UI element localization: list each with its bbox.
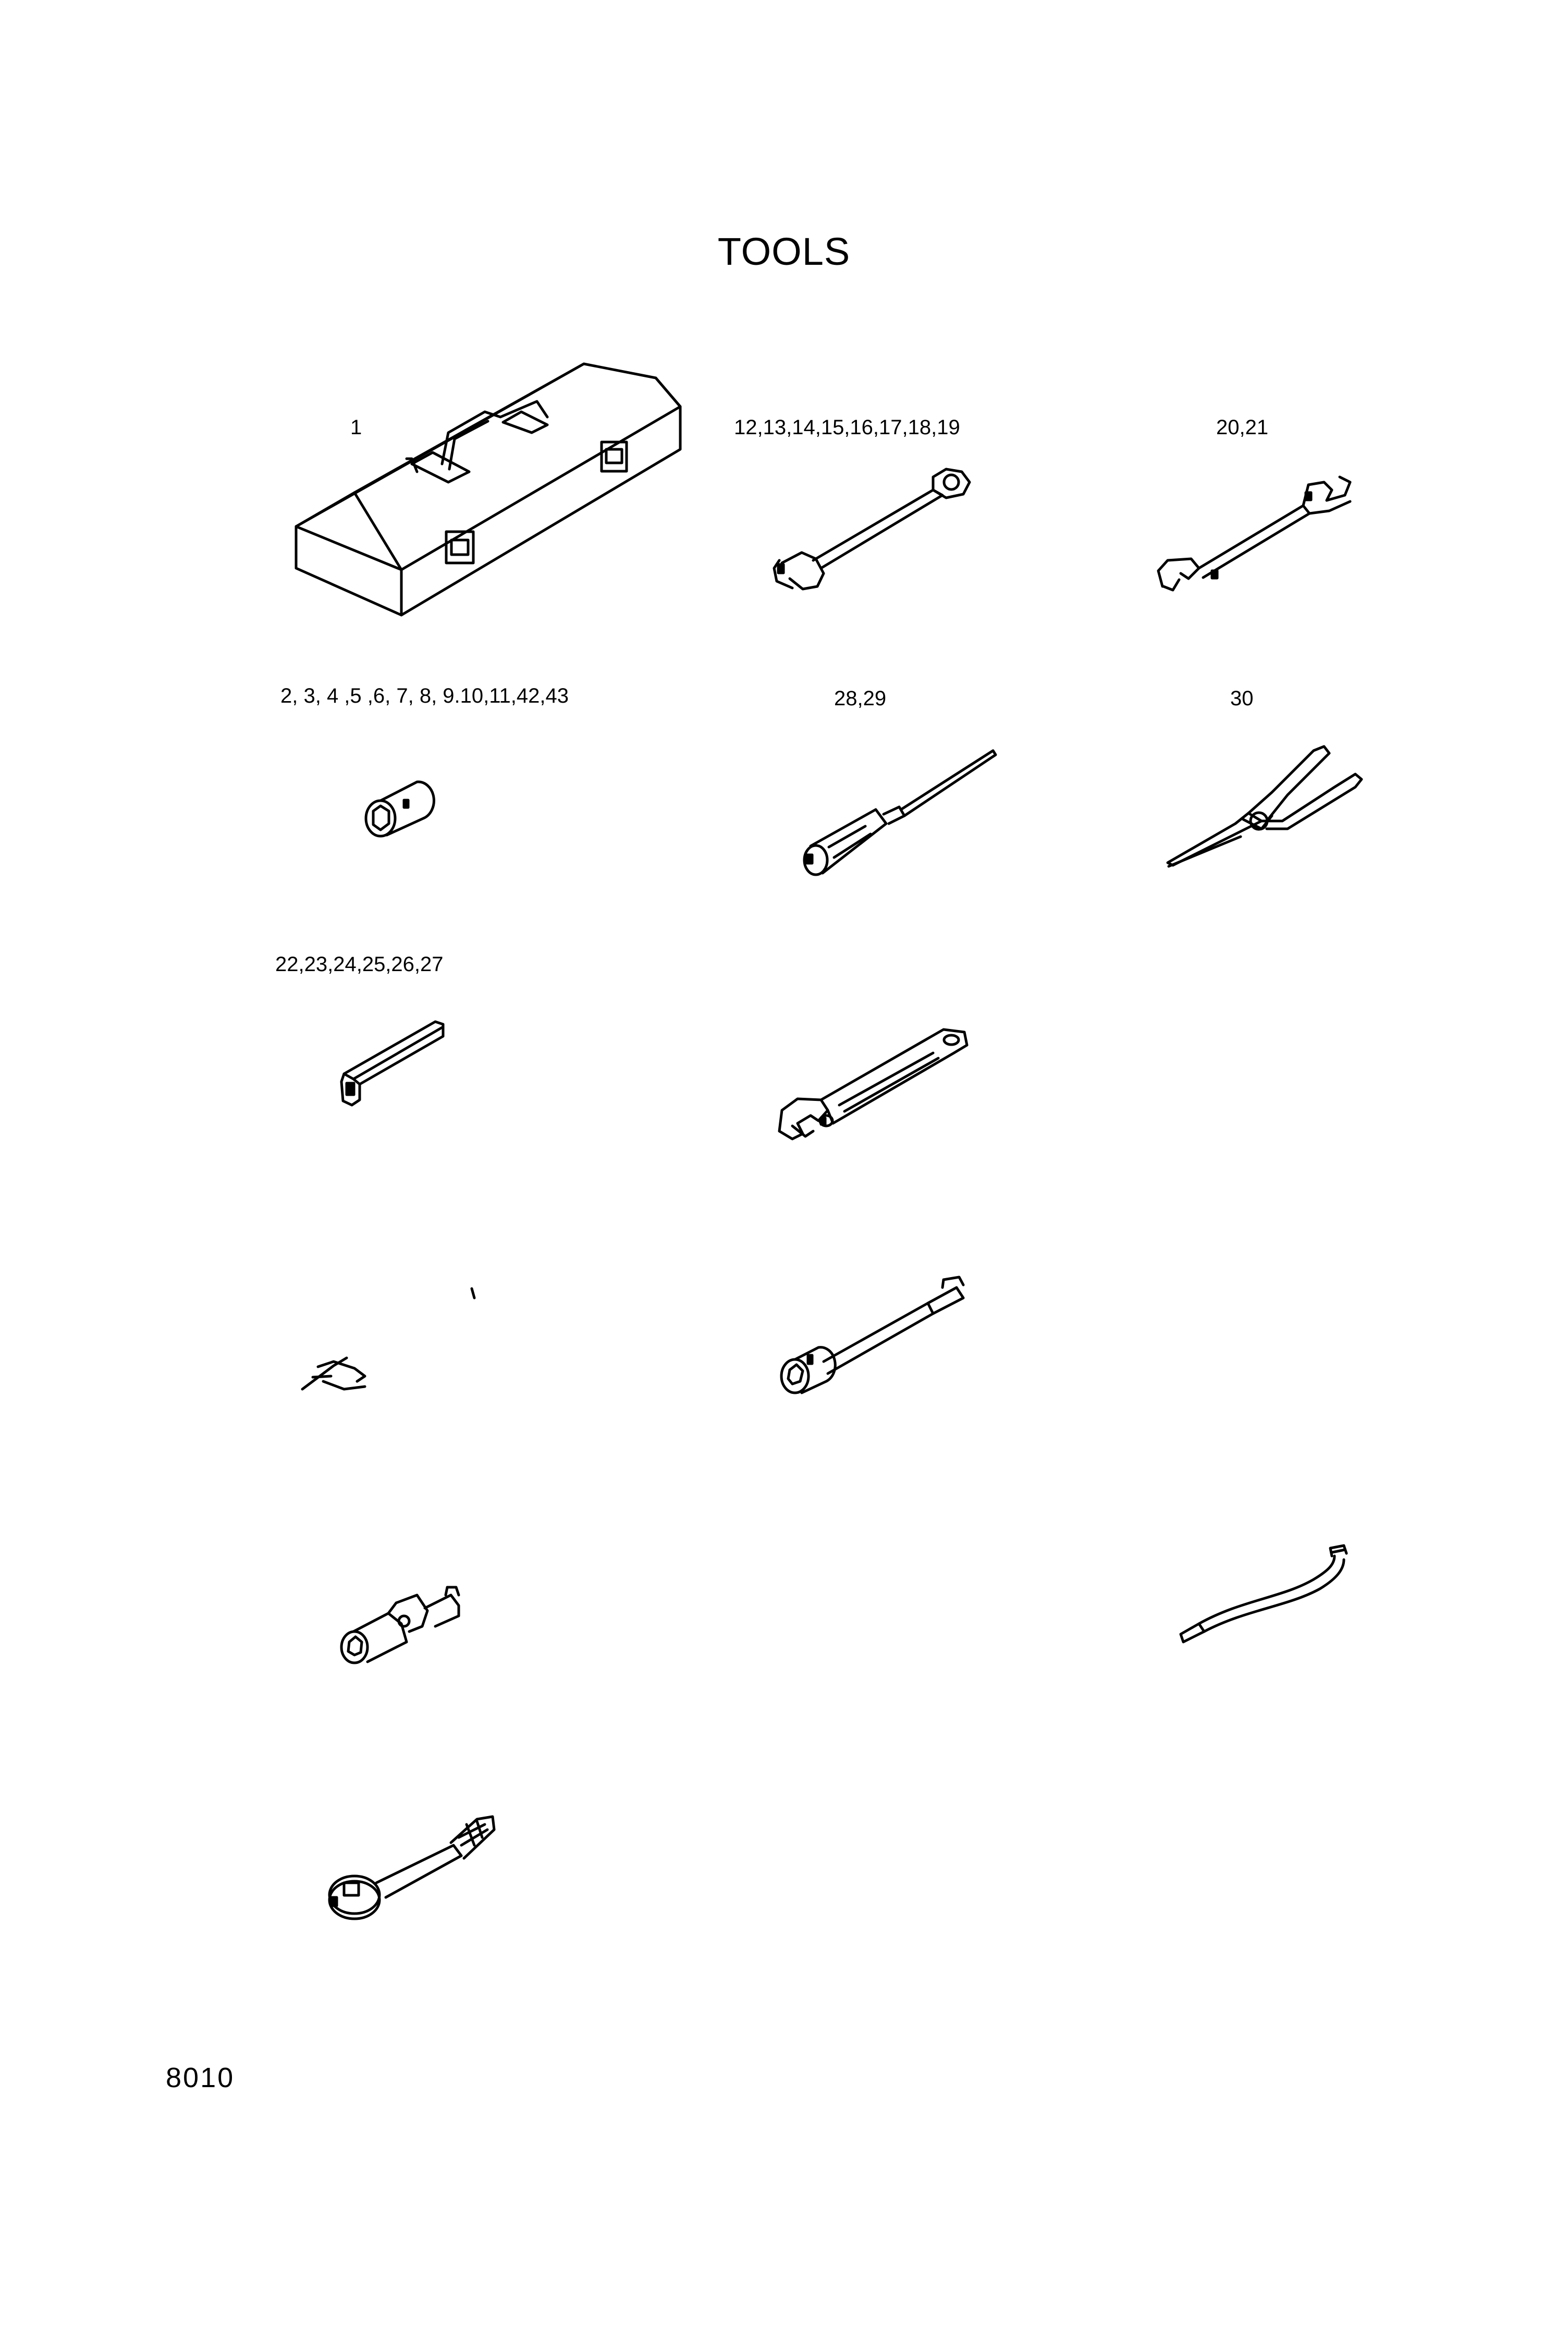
- label-double-open-wrench: 20,21: [1216, 416, 1269, 439]
- screwdriver-illustration: [803, 749, 997, 876]
- label-pliers: 30: [1230, 687, 1254, 710]
- page-title: TOOLS: [717, 230, 851, 273]
- pliers-illustration: [1166, 745, 1363, 868]
- socket-illustration: [364, 780, 435, 838]
- page-number: 8010: [166, 2062, 235, 2093]
- ratchet-handle-illustration: [328, 1815, 496, 1920]
- double-open-wrench-illustration: [1157, 475, 1352, 592]
- hex-key-illustration: [340, 1020, 445, 1107]
- label-hex-key: 22,23,24,25,26,27: [275, 953, 444, 976]
- label-toolbox: 1: [350, 416, 362, 439]
- label-combination-wrench: 12,13,14,15,16,17,18,19: [734, 416, 960, 439]
- extension-bar-illustration: [780, 1276, 965, 1394]
- label-screwdriver: 28,29: [834, 687, 887, 710]
- toolbox-illustration: [295, 362, 682, 617]
- ratchet-fragment-illustration: [301, 1287, 476, 1391]
- label-socket: 2, 3, 4 ,5 ,6, 7, 8, 9.10,11,42,43: [280, 684, 569, 707]
- flexible-hose-illustration: [1179, 1544, 1348, 1644]
- adjustable-wrench-illustration: [778, 1028, 969, 1141]
- universal-joint-illustration: [340, 1586, 460, 1664]
- combination-wrench-illustration: [773, 468, 971, 591]
